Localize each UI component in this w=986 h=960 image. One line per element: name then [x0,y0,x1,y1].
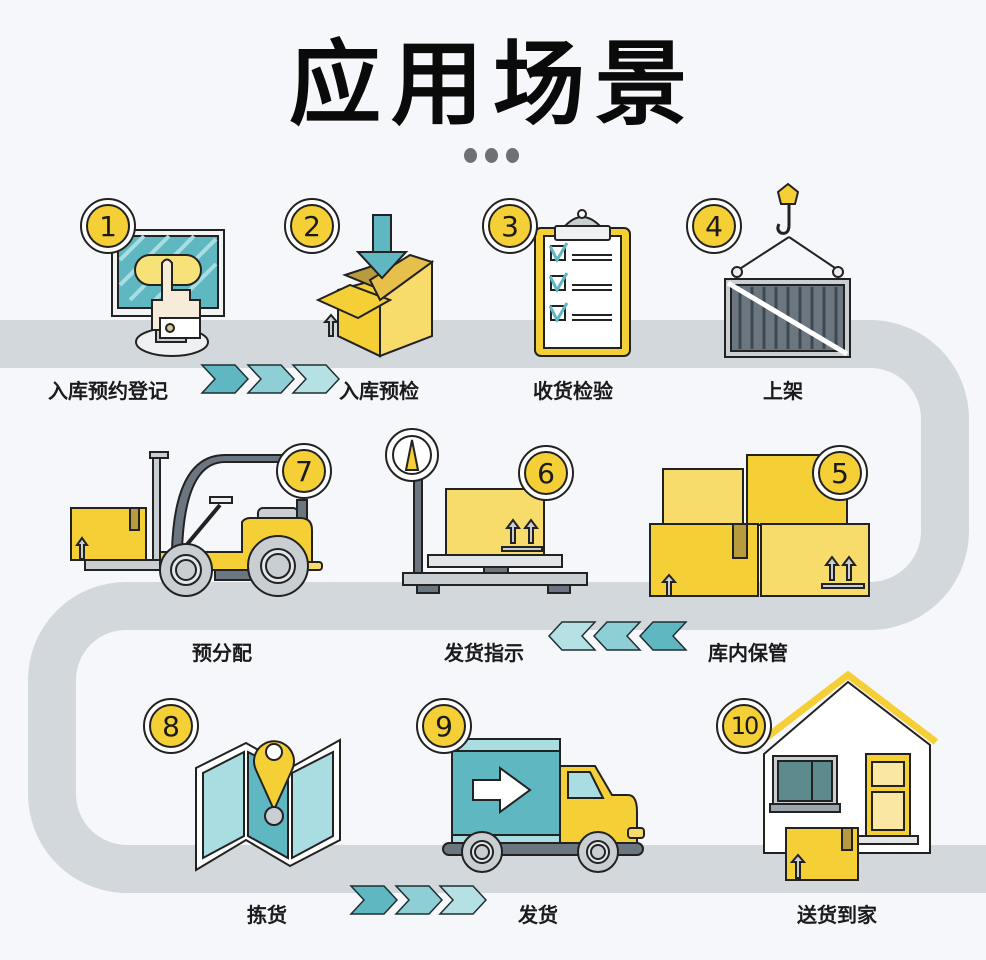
step-number: 7 [282,449,326,493]
step-badge-5: 5 [812,445,868,501]
step-number: 10 [722,704,766,748]
page-title: 应用场景 [288,31,697,138]
map-pin-icon [195,738,341,872]
step-number: 4 [692,204,736,248]
step-badge-9: 9 [416,698,472,754]
step-badge-6: 6 [518,445,574,501]
delivery-truck-icon [442,738,645,873]
step-label-7: 预分配 [192,641,252,665]
step-number: 5 [818,451,862,495]
step-label-6: 发货指示 [444,641,524,665]
step-label-5: 库内保管 [708,641,788,665]
chevron-arrows-right-2 [349,885,488,915]
computer-touch-icon [111,229,225,357]
step-number: 1 [86,204,130,248]
step-badge-2: 2 [284,198,340,254]
clipboard-checklist-icon [534,209,631,357]
step-label-4: 上架 [763,379,803,403]
step-label-8: 拣货 [247,903,287,927]
step-number: 8 [149,704,193,748]
step-label-2: 入库预检 [339,379,419,403]
box-inbound-icon [315,214,435,358]
forklift-icon [70,451,323,597]
serpentine-road [0,320,986,893]
house-delivery-icon [747,670,939,881]
step-label-1: 入库预约登记 [48,379,168,403]
step-badge-1: 1 [80,198,136,254]
step-badge-10: 10 [716,698,772,754]
crane-container-icon [724,182,851,358]
step-badge-8: 8 [143,698,199,754]
chevron-arrows-right-1 [200,364,341,394]
step-badge-3: 3 [482,198,538,254]
weighing-scale-icon [385,428,588,594]
stacked-boxes-icon [649,454,870,597]
step-badge-4: 4 [686,198,742,254]
step-label-3: 收货检验 [533,379,613,403]
step-number: 9 [422,704,466,748]
title-dots-decoration [464,148,519,163]
step-number: 2 [290,204,334,248]
step-badge-7: 7 [276,443,332,499]
chevron-arrows-left [547,621,688,651]
step-label-9: 发货 [518,903,558,927]
step-number: 6 [524,451,568,495]
step-number: 3 [488,204,532,248]
step-label-10: 送货到家 [797,903,877,927]
